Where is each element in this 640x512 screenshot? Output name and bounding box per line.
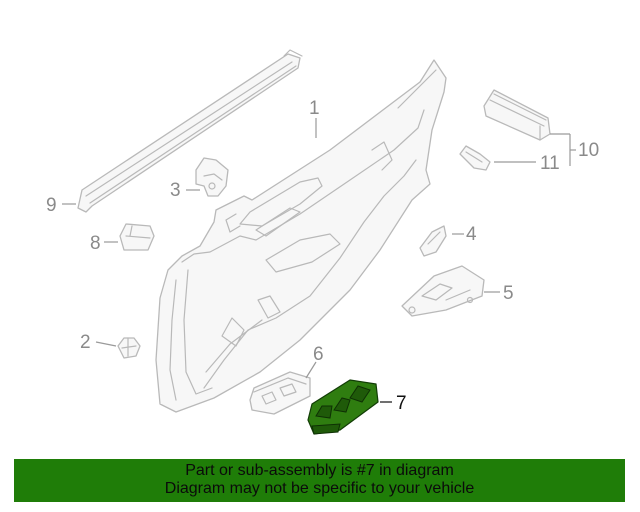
part-6-switch: [249, 371, 311, 415]
part-7-power-window-switch: [307, 379, 379, 435]
part-5-switch-bezel: [401, 265, 485, 317]
callout-6: 6: [313, 344, 324, 365]
part-2-push-clip: [117, 337, 141, 359]
part-3-bracket: [195, 157, 229, 197]
part-11-clip: [459, 145, 491, 171]
part-9-weatherstrip: [77, 49, 303, 213]
leader-lines: [62, 118, 576, 403]
callout-5: 5: [503, 283, 514, 304]
callout-4: 4: [466, 224, 477, 245]
callout-1: 1: [309, 98, 320, 119]
part-8-clip-block: [119, 223, 155, 251]
callout-3: 3: [170, 180, 181, 201]
banner-line-1: Part or sub-assembly is #7 in diagram: [185, 462, 454, 479]
callout-11: 11: [540, 153, 560, 174]
callout-9: 9: [46, 195, 57, 216]
part-10-handle-housing: [483, 89, 551, 141]
banner-line-2: Diagram may not be specific to your vehi…: [164, 480, 475, 497]
callout-10: 10: [578, 140, 599, 161]
callout-8: 8: [90, 233, 101, 254]
callout-7: 7: [396, 393, 407, 414]
info-banner: Part or sub-assembly is #7 in diagram Di…: [14, 459, 625, 502]
parts-diagram: 1 2 3 4 5 6 7 8 9 10 11: [46, 49, 599, 435]
part-4-cap: [419, 225, 447, 257]
callout-2: 2: [80, 332, 91, 353]
part-1-door-trim-panel: [155, 59, 447, 413]
